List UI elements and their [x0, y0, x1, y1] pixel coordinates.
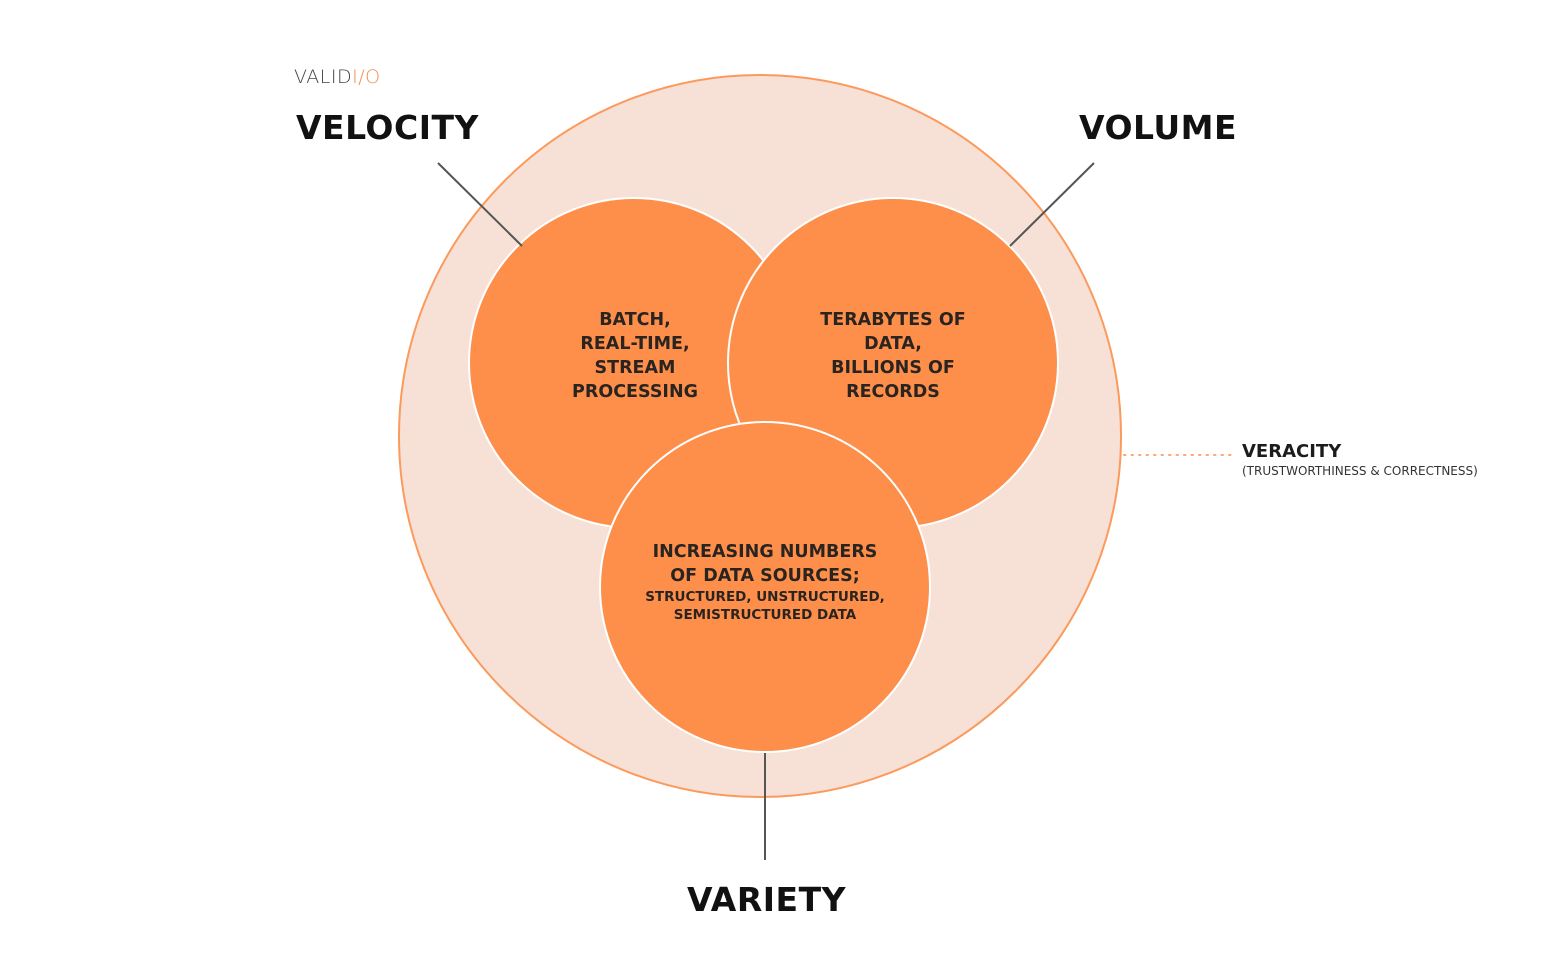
logo-accent: I/O	[352, 66, 381, 88]
logo-main: VALID	[294, 66, 353, 88]
volume-label: VOLUME	[1079, 108, 1238, 147]
velocity-text-line: PROCESSING	[572, 382, 698, 402]
volume-description: TERABYTES OF DATA, BILLIONS OF RECORDS	[783, 308, 1003, 404]
volume-text-line: TERABYTES OF	[820, 310, 966, 330]
variety-subtext-line: SEMISTRUCTURED DATA	[673, 607, 857, 623]
volume-leader-line	[1009, 162, 1095, 247]
velocity-text-line: BATCH,	[599, 310, 671, 330]
variety-label: VARIETY	[687, 880, 846, 919]
variety-subtext-line: STRUCTURED, UNSTRUCTURED,	[645, 589, 885, 605]
velocity-label: VELOCITY	[296, 108, 479, 147]
validio-logo: VALIDI/O	[294, 66, 381, 88]
velocity-text-line: REAL-TIME,	[580, 334, 690, 354]
veracity-sublabel: (TRUSTWORTHINESS & CORRECTNESS)	[1242, 464, 1478, 478]
velocity-leader-line	[437, 162, 523, 247]
velocity-text-line: STREAM	[594, 358, 676, 378]
variety-description: INCREASING NUMBERS OF DATA SOURCES; STRU…	[615, 540, 915, 624]
variety-text-line: OF DATA SOURCES;	[670, 566, 860, 586]
volume-text-line: DATA,	[864, 334, 922, 354]
variety-circle	[599, 421, 931, 753]
variety-text-line: INCREASING NUMBERS	[652, 542, 878, 562]
velocity-description: BATCH, REAL-TIME, STREAM PROCESSING	[535, 308, 735, 404]
veracity-label: VERACITY	[1242, 441, 1342, 462]
volume-text-line: BILLIONS OF	[831, 358, 955, 378]
volume-text-line: RECORDS	[846, 382, 940, 402]
